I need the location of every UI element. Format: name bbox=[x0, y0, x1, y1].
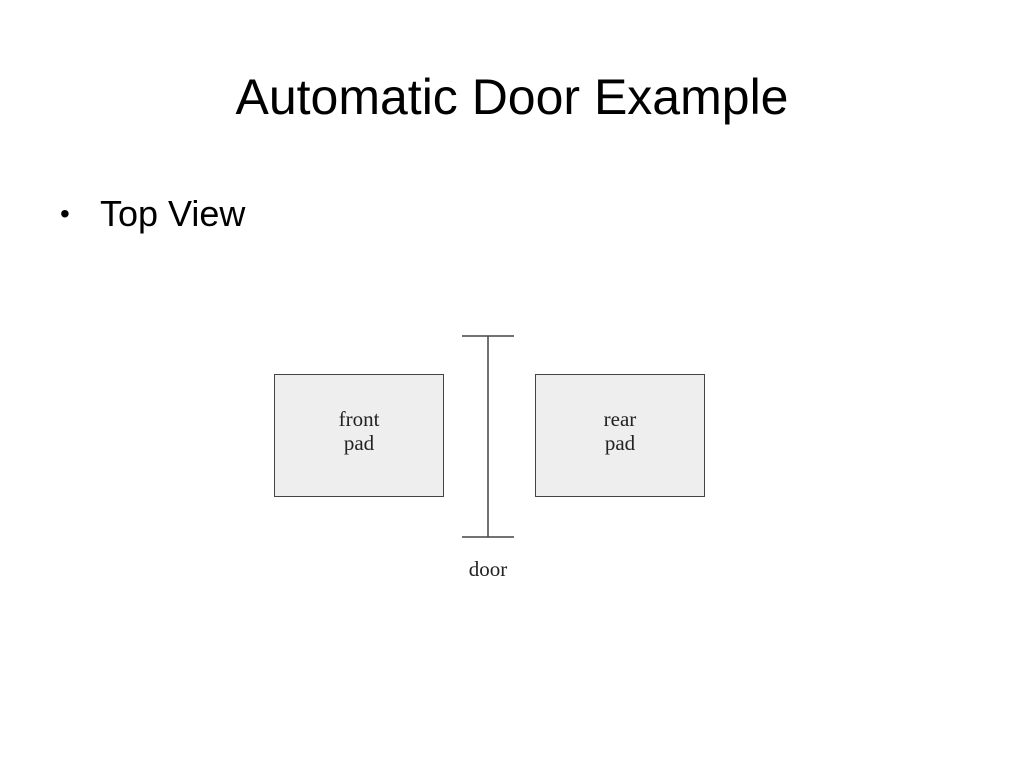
rear-pad: rear pad bbox=[535, 374, 705, 497]
front-pad-label-line1: front bbox=[338, 406, 380, 431]
front-pad: front pad bbox=[274, 374, 444, 497]
bullet-item: • Top View bbox=[60, 192, 245, 236]
rear-pad-label-line2: pad bbox=[604, 430, 636, 455]
rear-pad-label-line1: rear bbox=[603, 406, 637, 431]
front-pad-label-line2: pad bbox=[343, 430, 375, 455]
bullet-text: Top View bbox=[100, 193, 246, 234]
bullet-marker: • bbox=[60, 198, 70, 229]
door-label: door bbox=[468, 557, 508, 581]
slide-title: Automatic Door Example bbox=[235, 69, 789, 125]
